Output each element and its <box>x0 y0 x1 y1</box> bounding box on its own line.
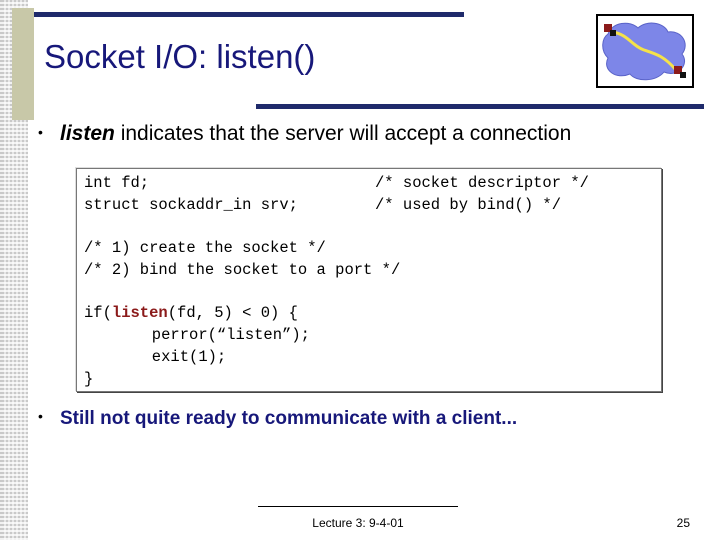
bullet-listen: • listen indicates that the server will a… <box>38 122 571 146</box>
code-line-1-left: int fd; <box>84 174 150 192</box>
code-line-4: /* 2) bind the socket to a port */ <box>84 261 401 279</box>
bullet-term: listen <box>60 122 115 145</box>
code-listen-args: (fd, 5) < 0) { <box>167 304 298 322</box>
top-rule <box>34 12 464 17</box>
code-line-6: perror(“listen”); <box>96 326 310 344</box>
left-stripe-texture <box>4 0 26 540</box>
title-underline-rule <box>256 104 704 109</box>
code-line-1-comment: /* socket descriptor */ <box>375 174 589 192</box>
code-line-7: exit(1); <box>96 348 227 366</box>
bullet-text: indicates that the server will accept a … <box>114 122 572 145</box>
footer-rule <box>258 506 458 507</box>
code-if: if( <box>84 304 112 322</box>
code-line-5: if(listen(fd, 5) < 0) { <box>84 302 298 324</box>
footer-lecture: Lecture 3: 9-4-01 <box>312 516 404 530</box>
bullet-marker: • <box>38 408 43 424</box>
code-block: int fd; /* socket descriptor */ struct s… <box>76 168 662 392</box>
title-accent-bar <box>12 8 34 120</box>
code-line-2-left: struct sockaddr_in srv; <box>84 196 298 214</box>
bullet-not-ready: • Still not quite ready to communicate wi… <box>38 408 517 430</box>
code-line-3: /* 1) create the socket */ <box>84 239 326 257</box>
code-line-8: } <box>84 370 94 388</box>
network-cloud-icon <box>596 14 694 88</box>
code-line-2-comment: /* used by bind() */ <box>375 196 562 214</box>
bullet-marker: • <box>38 124 43 140</box>
slide-title: Socket I/O: listen() <box>44 38 316 75</box>
code-listen-keyword: listen <box>111 304 168 322</box>
page-number: 25 <box>676 516 690 530</box>
bullet-text: Still not quite ready to communicate wit… <box>60 408 518 429</box>
